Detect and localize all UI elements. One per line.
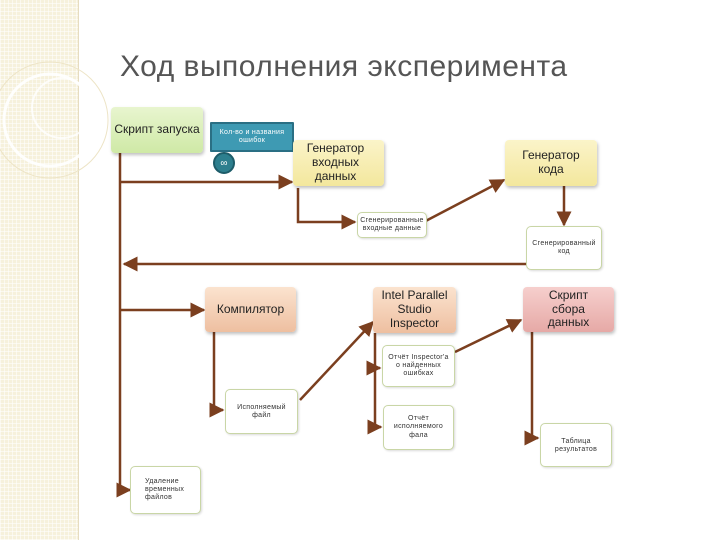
node-inspector: Intel Parallel Studio Inspector [373, 287, 456, 333]
node-generated-input: Сгенерированные входные данные [357, 212, 427, 238]
node-code-generator: Генератор кода [505, 140, 597, 186]
node-launch-script: Скрипт запуска [111, 107, 203, 153]
node-compiler: Компилятор [205, 287, 296, 332]
node-inspector-report: Отчёт Inspector'а о найденных ошибках [382, 345, 455, 387]
node-generated-code: Сгенерированный код [526, 226, 602, 270]
slide-title: Ход выполнения эксперимента [120, 50, 568, 83]
decorative-circles [0, 61, 109, 179]
node-delete-temp: Удаление временных файлов [130, 466, 201, 514]
node-error-count: Кол-во и названия ошибок [210, 122, 294, 152]
node-collect-script: Скрипт сбора данных [523, 287, 614, 332]
node-executable: Исполняемый файл [225, 389, 298, 434]
node-exec-report: Отчёт исполняемого фала [383, 405, 454, 450]
node-input-generator: Генератор входных данных [293, 140, 384, 186]
infinity-badge-icon: ∞ [213, 152, 235, 174]
node-results-table: Таблица результатов [540, 423, 612, 467]
